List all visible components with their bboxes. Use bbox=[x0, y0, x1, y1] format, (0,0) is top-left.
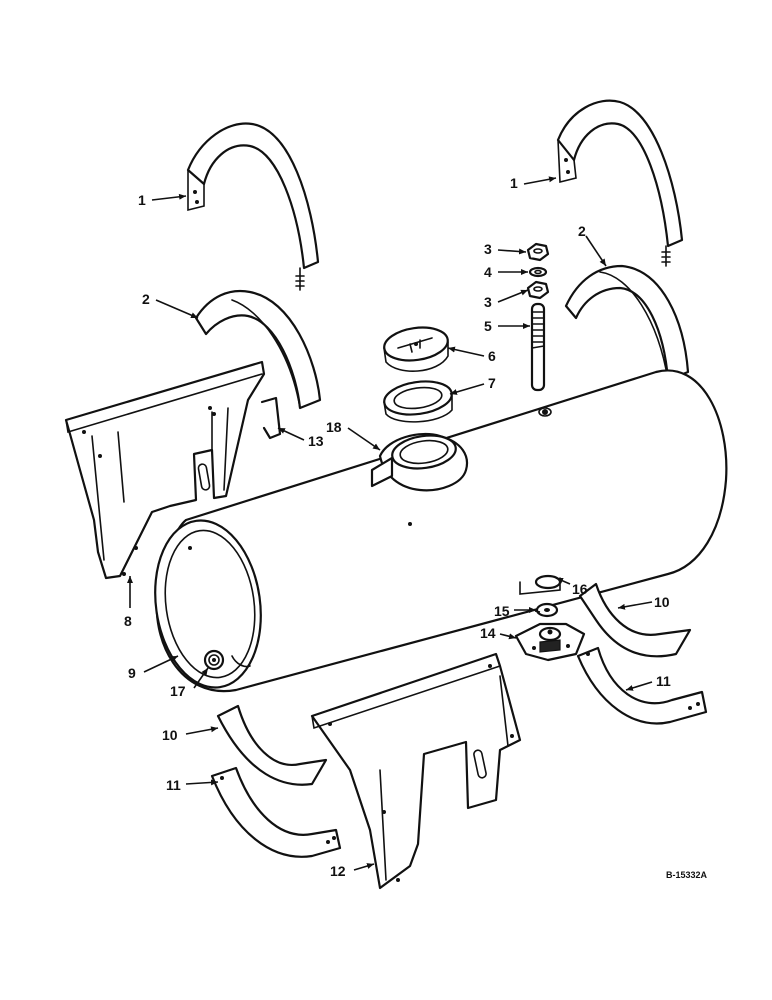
callout-15: 15 bbox=[494, 603, 510, 619]
upper-strap-left bbox=[186, 122, 320, 291]
callout-9: 9 bbox=[128, 665, 136, 681]
callout-17: 17 bbox=[170, 683, 186, 699]
callout-14: 14 bbox=[480, 625, 496, 641]
callout-11-left: 11 bbox=[166, 777, 181, 793]
callout-6: 6 bbox=[488, 348, 496, 364]
washer bbox=[535, 602, 559, 618]
tank-support-lower bbox=[310, 652, 522, 890]
callout-7: 7 bbox=[488, 375, 496, 391]
callout-3-upper: 3 bbox=[484, 241, 492, 257]
callout-18: 18 bbox=[326, 419, 342, 435]
filler-cap bbox=[383, 326, 449, 372]
filler-neck bbox=[370, 432, 469, 492]
callout-16: 16 bbox=[572, 581, 588, 597]
callout-10-left: 10 bbox=[162, 727, 178, 743]
upper-strap-right bbox=[556, 99, 684, 267]
lower-strap-left bbox=[210, 766, 342, 858]
lower-strap-right bbox=[576, 646, 708, 725]
drain-plug bbox=[203, 649, 225, 671]
callout-labels: 1 1 2 2 3 4 3 5 6 7 18 13 8 9 17 16 15 1… bbox=[124, 175, 708, 880]
callout-10-right: 10 bbox=[654, 594, 670, 610]
callout-4: 4 bbox=[484, 264, 492, 280]
callout-8: 8 bbox=[124, 613, 132, 629]
lock-washer bbox=[528, 266, 548, 278]
callout-5: 5 bbox=[484, 318, 492, 334]
callout-1-right: 1 bbox=[510, 175, 518, 191]
callout-3-lower: 3 bbox=[484, 294, 492, 310]
tank-support-left bbox=[64, 360, 266, 580]
callout-2-right: 2 bbox=[578, 223, 586, 239]
nut-lower bbox=[526, 280, 550, 300]
drawing-code: B-15332A bbox=[666, 870, 708, 880]
callout-11-right: 11 bbox=[656, 673, 671, 689]
callout-2-left: 2 bbox=[142, 291, 150, 307]
lower-strap-pad-left bbox=[216, 704, 328, 786]
lower-strap-pad-right bbox=[578, 582, 692, 658]
clip bbox=[260, 396, 282, 440]
gasket bbox=[383, 380, 453, 423]
stud bbox=[530, 302, 546, 392]
fuel-tank bbox=[154, 369, 728, 693]
strap-pad-right bbox=[564, 264, 690, 382]
callout-13: 13 bbox=[308, 433, 324, 449]
mounting-base bbox=[514, 622, 586, 662]
callout-1-left: 1 bbox=[138, 192, 146, 208]
strap-pad-left bbox=[194, 290, 322, 410]
nut-upper bbox=[526, 242, 550, 262]
callout-12: 12 bbox=[330, 863, 346, 879]
leader-lines bbox=[127, 176, 653, 871]
